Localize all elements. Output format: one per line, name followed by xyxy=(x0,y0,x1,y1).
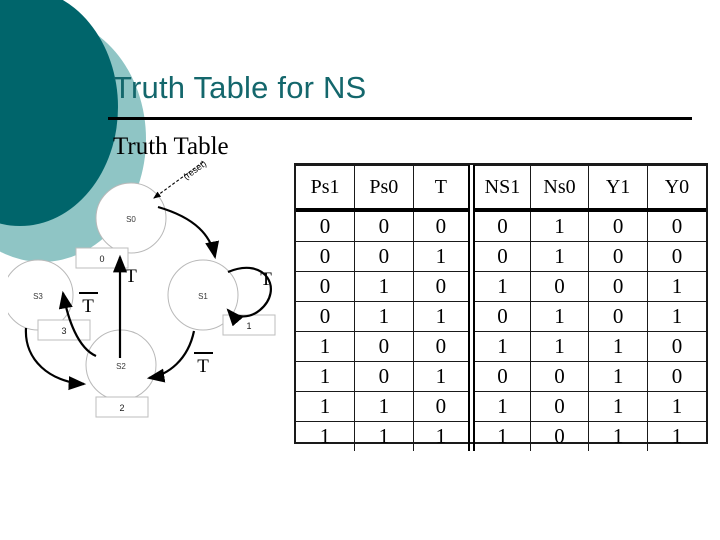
state-node-s0 xyxy=(95,182,167,254)
output-box-label-s0: 0 xyxy=(99,254,104,264)
transition-s0-to-s1 xyxy=(157,205,220,260)
cell-ps0: 1 xyxy=(354,271,414,302)
cell-ps0: 0 xyxy=(354,331,414,362)
cell-ns1: 0 xyxy=(468,301,531,332)
cell-y1: 1 xyxy=(588,391,648,422)
cell-y0: 0 xyxy=(646,241,706,272)
table-row: 1 0 0 1 1 1 0 xyxy=(296,331,706,362)
cell-t: 0 xyxy=(412,331,473,362)
cell-y0: 0 xyxy=(646,361,706,392)
cell-y1: 1 xyxy=(588,421,648,451)
cell-ns1: 0 xyxy=(468,241,531,272)
output-box-s2 xyxy=(95,396,149,418)
cell-y0: 0 xyxy=(646,209,706,242)
cell-t: 1 xyxy=(412,361,473,392)
cell-ns0: 1 xyxy=(529,241,590,272)
cell-t: 1 xyxy=(412,301,473,332)
cell-ns1: 1 xyxy=(468,331,531,362)
cell-ps0: 0 xyxy=(354,241,414,272)
table-row: 1 1 1 1 0 1 1 xyxy=(296,421,706,451)
table-header-ps1: Ps1 xyxy=(296,165,356,212)
table-row: 0 0 1 0 1 0 0 xyxy=(296,241,706,272)
cell-ns0: 0 xyxy=(529,391,590,422)
table-header-t: T xyxy=(412,165,473,212)
cell-ns1: 0 xyxy=(468,209,531,242)
state-node-s1 xyxy=(167,259,239,331)
cell-y1: 1 xyxy=(588,331,648,362)
output-box-label-s2: 2 xyxy=(119,403,124,413)
cell-ns0: 0 xyxy=(529,271,590,302)
cell-ps0: 1 xyxy=(354,391,414,422)
table-row: 1 1 0 1 0 1 1 xyxy=(296,391,706,422)
truth-table-caption: Truth Table xyxy=(113,133,229,160)
cell-ns1: 1 xyxy=(468,391,531,422)
cell-ps1: 0 xyxy=(296,271,356,302)
table-header-y1: Y1 xyxy=(588,165,648,212)
table-header-row: Ps1 Ps0 T NS1 Ns0 Y1 Y0 xyxy=(296,165,706,212)
cell-ps1: 0 xyxy=(296,241,356,272)
title-divider-rule xyxy=(108,117,692,120)
transition-label-s2-to-s3: T xyxy=(82,296,94,317)
state-label-s1: S1 xyxy=(198,292,208,301)
output-box-label-s1: 1 xyxy=(246,321,251,331)
state-label-s0: S0 xyxy=(126,215,136,224)
cell-t: 0 xyxy=(412,209,473,242)
transition-label-s2-to-s0: T xyxy=(125,266,137,287)
cell-ps0: 0 xyxy=(354,361,414,392)
state-label-s2: S2 xyxy=(116,362,126,371)
state-transition-diagram: S0 S1 S2 S3 0 1 2 3 (reset) T T xyxy=(8,160,293,435)
transition-label-s1-self: T xyxy=(260,269,272,290)
cell-y1: 0 xyxy=(588,209,648,242)
table-header-ps0: Ps0 xyxy=(354,165,414,212)
cell-ps1: 0 xyxy=(296,301,356,332)
cell-y0: 0 xyxy=(646,331,706,362)
cell-y1: 0 xyxy=(588,241,648,272)
output-box-label-s3: 3 xyxy=(61,326,66,336)
table-header-ns0: Ns0 xyxy=(529,165,590,212)
cell-y0: 1 xyxy=(646,421,706,451)
cell-ns0: 0 xyxy=(529,421,590,451)
reset-arrow xyxy=(153,161,204,199)
table-header-ns1: NS1 xyxy=(468,165,531,212)
table-row: 0 1 1 0 1 0 1 xyxy=(296,301,706,332)
transition-s2-to-s3 xyxy=(58,290,97,358)
cell-ns1: 1 xyxy=(468,271,531,302)
cell-y1: 0 xyxy=(588,271,648,302)
cell-ps1: 0 xyxy=(296,209,356,242)
cell-ns0: 1 xyxy=(529,301,590,332)
page-title: Truth Table for NS xyxy=(113,70,367,105)
truth-table: Ps1 Ps0 T NS1 Ns0 Y1 Y0 0 0 0 0 1 0 0 xyxy=(294,163,708,451)
cell-ps0: 0 xyxy=(354,209,414,242)
cell-y0: 1 xyxy=(646,271,706,302)
cell-ps1: 1 xyxy=(296,421,356,451)
transition-s3-to-s2 xyxy=(24,327,87,391)
cell-ps1: 1 xyxy=(296,331,356,362)
transition-s1-self-loop xyxy=(226,266,272,327)
transition-s1-to-s2 xyxy=(146,330,196,383)
table-row: 0 1 0 1 0 0 1 xyxy=(296,271,706,302)
cell-t: 0 xyxy=(412,271,473,302)
cell-ps1: 1 xyxy=(296,361,356,392)
cell-t: 1 xyxy=(412,241,473,272)
cell-ps1: 1 xyxy=(296,391,356,422)
transition-label-s1-to-s2: T xyxy=(197,356,209,377)
cell-t: 0 xyxy=(412,391,473,422)
table-row: 0 0 0 0 1 0 0 xyxy=(296,209,706,242)
cell-ns0: 1 xyxy=(529,331,590,362)
cell-ps0: 1 xyxy=(354,301,414,332)
cell-y1: 0 xyxy=(588,301,648,332)
state-label-s3: S3 xyxy=(33,292,43,301)
cell-ps0: 1 xyxy=(354,421,414,451)
cell-t: 1 xyxy=(412,421,473,451)
cell-ns0: 1 xyxy=(529,209,590,242)
cell-ns1: 0 xyxy=(468,361,531,392)
cell-y0: 1 xyxy=(646,301,706,332)
cell-ns1: 1 xyxy=(468,421,531,451)
table-header-y0: Y0 xyxy=(646,165,706,212)
cell-y1: 1 xyxy=(588,361,648,392)
cell-y0: 1 xyxy=(646,391,706,422)
table-row: 1 0 1 0 0 1 0 xyxy=(296,361,706,392)
cell-ns0: 0 xyxy=(529,361,590,392)
reset-arrow-label: (reset) xyxy=(181,160,208,182)
